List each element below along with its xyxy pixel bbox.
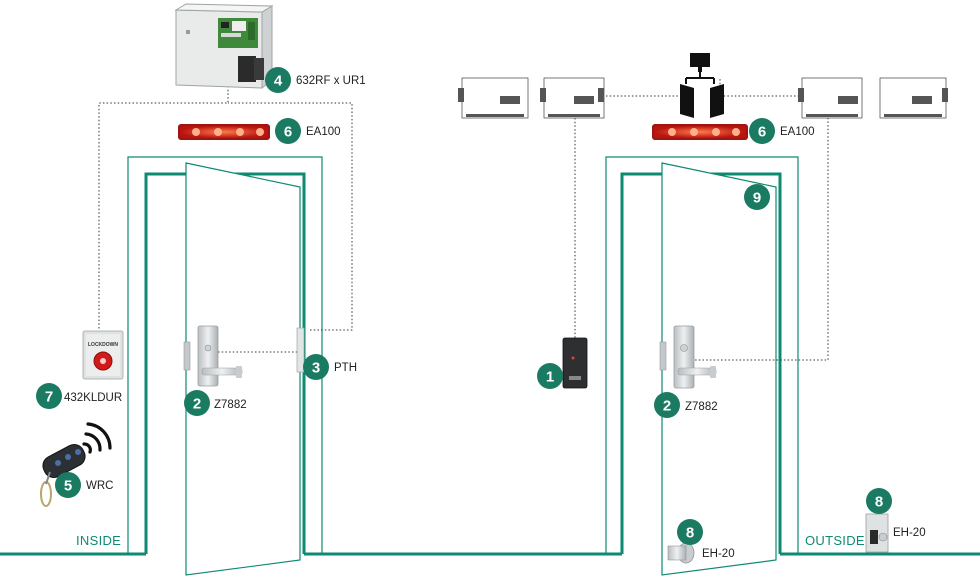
- svg-text:8: 8: [875, 494, 883, 511]
- light-left-callout: 6 EA100: [275, 118, 341, 144]
- wireless-signal-icon: [82, 422, 112, 454]
- svg-text:EA100: EA100: [780, 126, 815, 138]
- reader-callout: 1: [537, 363, 563, 389]
- control-panel-icon: [174, 3, 274, 90]
- svg-text:8: 8: [686, 525, 694, 542]
- wiring: [98, 78, 829, 361]
- svg-text:7: 7: [45, 389, 53, 406]
- network-controller-icon: [461, 77, 947, 119]
- inside-label: INSIDE: [76, 533, 121, 548]
- pushbutton-icon[interactable]: LOCKDOWN: [82, 330, 124, 380]
- svg-text:9: 9: [753, 190, 761, 207]
- svg-text:LOCKDOWN: LOCKDOWN: [88, 342, 118, 348]
- svg-text:WRC: WRC: [86, 480, 113, 492]
- svg-text:EA100: EA100: [306, 126, 341, 138]
- svg-text:1: 1: [546, 369, 554, 386]
- lock-left-callout: 2 Z7882: [184, 390, 247, 416]
- electric-holder-icon: [667, 542, 695, 564]
- svg-text:Z7882: Z7882: [685, 401, 718, 413]
- svg-text:Z7882: Z7882: [214, 399, 247, 411]
- svg-text:6: 6: [758, 124, 766, 141]
- pth-device-icon: [296, 327, 305, 373]
- controller-terminals: [458, 88, 948, 117]
- strobe-light-icon: [652, 124, 748, 140]
- eh-right-callout: 8 EH-20: [866, 488, 926, 539]
- eh-left-callout: 8 EH-20: [677, 519, 735, 560]
- lever-lock-icon: [659, 325, 717, 389]
- electric-holder-icon: [865, 513, 889, 553]
- left-door-leaf[interactable]: [185, 162, 301, 576]
- svg-text:4: 4: [274, 73, 283, 90]
- lever-lock-icon: [183, 325, 243, 387]
- svg-text:5: 5: [64, 478, 72, 495]
- svg-text:2: 2: [193, 396, 201, 413]
- outside-label: OUTSIDE: [805, 533, 865, 548]
- key-fob-icon[interactable]: [39, 441, 88, 507]
- svg-text:2: 2: [663, 398, 671, 415]
- svg-text:632RF x UR1: 632RF x UR1: [296, 75, 366, 87]
- strobe-light-icon: [178, 124, 270, 140]
- svg-text:EH-20: EH-20: [702, 548, 735, 560]
- right-door-leaf[interactable]: [661, 162, 777, 576]
- svg-text:PTH: PTH: [334, 362, 357, 374]
- card-reader-icon[interactable]: [562, 337, 588, 389]
- panel-callout: 4 632RF x UR1: [265, 67, 366, 93]
- keyswitch-callout: 7 432KLDUR: [36, 383, 122, 409]
- pth-callout: 3 PTH: [303, 354, 357, 380]
- svg-text:3: 3: [312, 360, 320, 377]
- svg-text:432KLDUR: 432KLDUR: [64, 392, 122, 404]
- fob-callout: 5 WRC: [55, 472, 113, 498]
- svg-text:6: 6: [284, 124, 292, 141]
- light-right-callout: 6 EA100: [749, 118, 815, 144]
- lock-right-callout: 2 Z7882: [654, 392, 718, 418]
- computer-network-icon: [680, 53, 724, 118]
- door-badge-callout: 9: [744, 184, 770, 210]
- svg-text:EH-20: EH-20: [893, 527, 926, 539]
